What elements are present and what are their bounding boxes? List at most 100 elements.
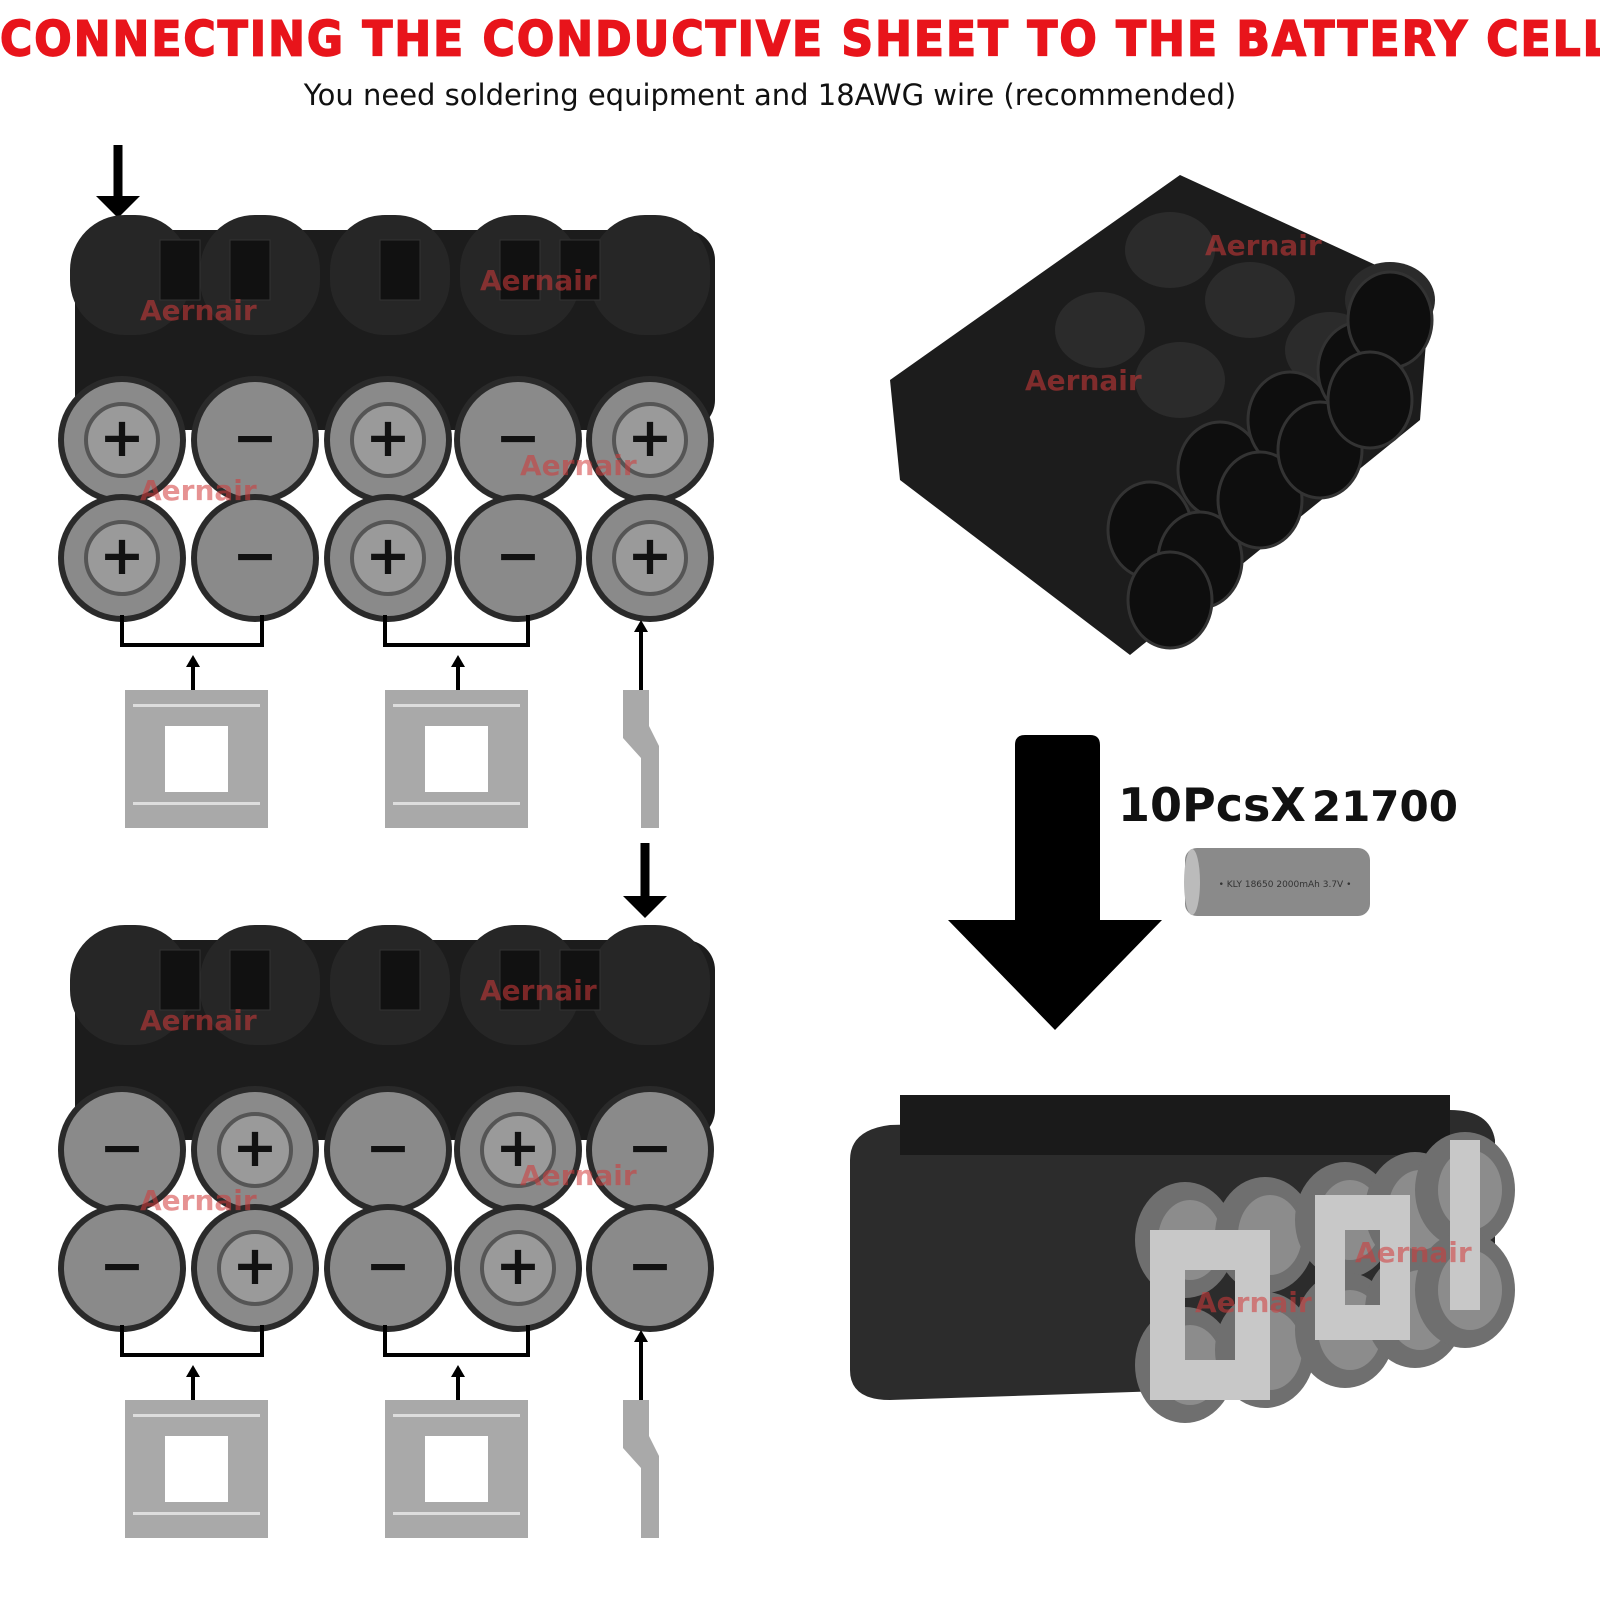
battery-cell: [197, 500, 313, 616]
pack-nickel-strip: [1150, 1230, 1270, 1400]
holder-clip: [379, 239, 421, 301]
plus-sign: +: [627, 524, 672, 587]
nickel-strip-square: [125, 1400, 268, 1538]
positive-terminal: [612, 402, 688, 478]
nickel-strip-body: [385, 1400, 528, 1538]
minus-sign: −: [365, 1116, 410, 1179]
plus-sign: +: [365, 524, 410, 587]
minus-sign: −: [627, 1234, 672, 1297]
nickel-strip-body: [125, 1400, 268, 1538]
watermark: Aernair: [140, 294, 257, 327]
holder-clip: [559, 949, 601, 1011]
strip-notch: [393, 1512, 520, 1515]
holder-cell-opening: [1216, 450, 1304, 550]
holder-frame: [890, 175, 1430, 655]
battery-cell: [460, 500, 576, 616]
cell-label: • KLY 18650 2000mAh 3.7V •: [1219, 880, 1352, 890]
big-arrow-down-icon: [948, 735, 1162, 1030]
holder-clip: [229, 949, 271, 1011]
plus-sign: +: [99, 406, 144, 469]
arrow-down-icon: [623, 896, 667, 918]
nickel-strip-square: [385, 1400, 528, 1538]
arrow-up-icon: [634, 1330, 648, 1342]
holder-clip: [499, 239, 541, 301]
plus-sign: +: [99, 524, 144, 587]
quantity-count: 10PcsX: [1118, 778, 1306, 832]
page-subtitle: You need soldering equipment and 18AWG w…: [303, 78, 1237, 112]
watermark: Aernair: [480, 974, 597, 1007]
strip-notch: [133, 802, 260, 805]
battery-cell-21700: • KLY 18650 2000mAh 3.7V •: [1184, 848, 1370, 916]
positive-terminal: [350, 402, 426, 478]
minus-sign: −: [495, 524, 540, 587]
arrow-down-icon: [96, 196, 140, 218]
battery-cell: [592, 1092, 708, 1208]
watermark: Aernair: [480, 264, 597, 297]
positive-terminal: [84, 520, 160, 596]
battery-cell: [197, 382, 313, 498]
cell-housing: [590, 925, 710, 1045]
minus-sign: −: [232, 524, 277, 587]
watermark: Aernair: [140, 1004, 257, 1037]
strip-notch: [133, 1512, 260, 1515]
nickel-strip-small: [623, 690, 659, 828]
quantity-model: 21700: [1311, 782, 1458, 831]
cell-end: [1184, 849, 1200, 915]
minus-sign: −: [627, 1116, 672, 1179]
minus-sign: −: [99, 1234, 144, 1297]
battery-cell: [330, 1210, 446, 1326]
watermark: Aernair: [1355, 1236, 1472, 1269]
pack-top-frame: [900, 1095, 1450, 1155]
arrow-up-icon: [451, 1365, 465, 1377]
minus-sign: −: [495, 406, 540, 469]
positive-terminal: [217, 1112, 293, 1188]
holder-slot: [1055, 292, 1145, 368]
minus-sign: −: [99, 1116, 144, 1179]
pack-nickel-strip: [1315, 1195, 1410, 1340]
watermark: Aernair: [1025, 364, 1142, 397]
page-title: CONNECTING THE CONDUCTIVE SHEET TO THE B…: [0, 11, 1600, 69]
nickel-strip-body: [385, 690, 528, 828]
holder-cell-opening: [1326, 350, 1414, 450]
positive-terminal: [480, 1112, 556, 1188]
strip-notch: [393, 1414, 520, 1417]
holder-slot: [1205, 262, 1295, 338]
plus-sign: +: [495, 1234, 540, 1297]
holder-slot: [1125, 212, 1215, 288]
arrow-up-icon: [451, 655, 465, 667]
holder-clip: [159, 949, 201, 1011]
minus-sign: −: [365, 1234, 410, 1297]
connection-bracket: [383, 615, 530, 647]
plus-sign: +: [495, 1116, 540, 1179]
watermark: Aernair: [140, 474, 257, 507]
cell-housing: [590, 215, 710, 335]
holder-slot: [1135, 342, 1225, 418]
positive-terminal: [84, 402, 160, 478]
nickel-strip-square: [125, 690, 268, 828]
arrow-up-icon: [634, 620, 648, 632]
holder-clip: [559, 239, 601, 301]
connection-bracket: [120, 1325, 264, 1357]
battery-cell: [64, 1210, 180, 1326]
connection-bracket: [120, 615, 264, 647]
watermark: Aernair: [520, 1159, 637, 1192]
strip-notch: [133, 704, 260, 707]
minus-sign: −: [232, 406, 277, 469]
positive-terminal: [612, 520, 688, 596]
positive-terminal: [217, 1230, 293, 1306]
holder-cell-opening: [1126, 550, 1214, 650]
battery-cell: [592, 1210, 708, 1326]
nickel-strip-square: [385, 690, 528, 828]
holder-clip: [229, 239, 271, 301]
holder-clip: [379, 949, 421, 1011]
watermark: Aernair: [1205, 229, 1322, 262]
plus-sign: +: [232, 1116, 277, 1179]
positive-terminal: [350, 520, 426, 596]
plus-sign: +: [627, 406, 672, 469]
plus-sign: +: [232, 1234, 277, 1297]
